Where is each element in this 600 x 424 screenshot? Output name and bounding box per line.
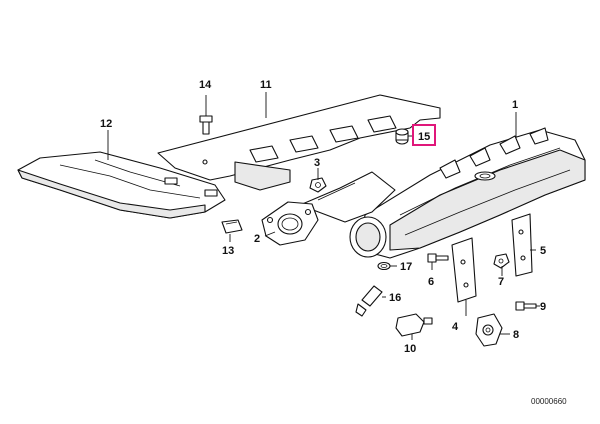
callout-9[interactable]: 9 [540,301,546,313]
part-15-grommet[interactable] [395,128,409,145]
part-17-washer[interactable] [377,261,391,271]
callout-labels: 1 2 3 4 5 6 7 8 9 10 11 12 13 14 15 16 1… [100,79,546,355]
part-3-nut[interactable] [309,177,327,193]
part-13-clip[interactable] [221,219,243,234]
callout-10[interactable]: 10 [404,343,416,355]
part-12-cover-plate[interactable] [17,151,226,219]
callout-4[interactable]: 4 [452,321,459,333]
callout-15[interactable]: 15 [418,131,430,143]
callout-8[interactable]: 8 [513,329,519,341]
part-4-bracket[interactable] [451,237,477,303]
part-1-intake-manifold[interactable] [299,127,586,259]
callout-16[interactable]: 16 [389,292,401,304]
callout-14[interactable]: 14 [199,79,212,91]
part-8-sensor[interactable] [475,313,503,347]
callout-7[interactable]: 7 [498,276,504,288]
part-10-sensor[interactable] [395,313,433,337]
callout-1[interactable]: 1 [512,99,518,111]
part-5-bracket[interactable] [511,213,533,277]
part-6-screw[interactable] [427,253,449,263]
callout-12[interactable]: 12 [100,118,112,130]
drawing-code: 00000660 [531,397,567,406]
callout-11[interactable]: 11 [260,79,272,91]
part-7-nut[interactable] [493,253,510,269]
leader-lines [107,92,540,340]
part-16-temperature-sensor[interactable] [355,285,383,317]
callout-3[interactable]: 3 [314,157,320,169]
highlight-box [412,124,436,146]
part-11-upper-cover[interactable] [157,94,441,191]
callout-6[interactable]: 6 [428,276,434,288]
callout-17[interactable]: 17 [400,261,412,273]
part-9-bolt[interactable] [515,301,537,311]
callout-2[interactable]: 2 [254,233,260,245]
callout-13[interactable]: 13 [222,245,234,257]
callout-5[interactable]: 5 [540,245,546,257]
part-2-flange[interactable] [261,201,319,246]
part-14-bolt[interactable] [199,95,213,135]
